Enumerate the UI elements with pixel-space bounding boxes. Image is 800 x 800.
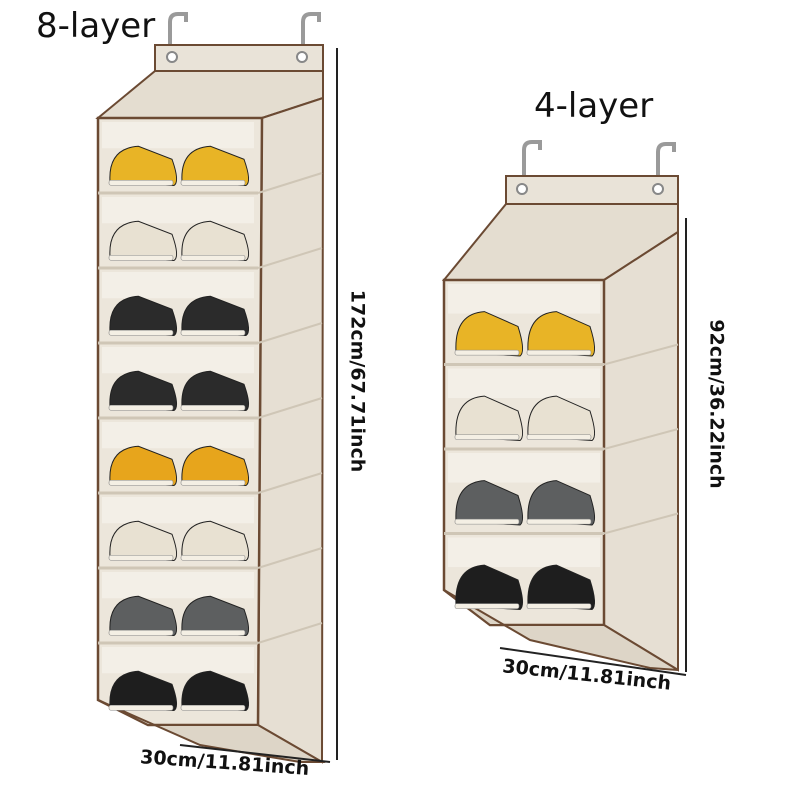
sneaker-icon <box>527 311 596 357</box>
side-panel <box>256 96 325 764</box>
sneaker-sole <box>108 479 174 486</box>
sneaker-sole <box>526 518 592 525</box>
sneaker-icon <box>109 595 178 637</box>
sneaker-icon <box>109 145 178 187</box>
sneaker-icon <box>181 445 250 487</box>
pocket-back <box>102 197 254 224</box>
side-divider <box>257 547 323 569</box>
sneaker-sole <box>180 479 246 486</box>
pocket-back <box>102 422 254 449</box>
sneaker-icon <box>527 395 596 442</box>
side-divider <box>257 622 323 644</box>
pocket-back <box>102 572 254 599</box>
sneaker-icon <box>109 295 178 337</box>
sneaker-sole <box>108 704 174 711</box>
pocket-back <box>102 347 254 374</box>
sneaker-sole <box>108 329 174 336</box>
sneaker-sole <box>526 603 592 609</box>
height-label-8-layer: 172cm/67.71inch <box>346 289 369 473</box>
sneaker-icon <box>181 520 250 562</box>
sneaker-sole <box>180 404 246 411</box>
hanging-strip <box>154 44 324 72</box>
sneaker-icon <box>109 220 178 262</box>
sneaker-sole <box>180 629 246 636</box>
organizer-8-layer <box>95 12 326 764</box>
side-divider <box>603 428 679 450</box>
shelves-4 <box>444 284 679 568</box>
sneaker-sole <box>526 349 592 356</box>
sneaker-icon <box>181 145 250 187</box>
sneaker-sole <box>108 254 174 261</box>
title-4-layer: 4-layer <box>534 86 654 126</box>
sneaker-sole <box>180 704 246 711</box>
side-divider <box>603 512 679 535</box>
sneaker-sole <box>180 329 246 336</box>
grommet <box>652 183 664 195</box>
sneaker-icon <box>109 370 178 412</box>
hook-left-icon <box>168 12 188 52</box>
sneaker-sole <box>454 349 520 356</box>
height-label-4-layer: 92cm/36.22inch <box>705 319 728 489</box>
hanging-strip <box>505 175 679 205</box>
pocket-back <box>102 497 254 524</box>
pocket-back <box>448 368 600 399</box>
pocket-back <box>102 122 254 149</box>
hook-left-icon <box>522 140 542 190</box>
sneaker-icon <box>455 311 524 357</box>
sneaker-sole <box>180 254 246 261</box>
shelves-8 <box>98 122 323 674</box>
sneaker-sole <box>108 179 174 186</box>
sneaker-sole <box>108 404 174 411</box>
side-divider <box>257 322 323 344</box>
pocket-back <box>448 453 600 483</box>
sneaker-sole <box>108 554 174 561</box>
sneaker-icon <box>109 670 178 712</box>
hook-right-icon <box>301 12 321 50</box>
shoes-8 <box>108 145 250 712</box>
title-8-layer: 8-layer <box>36 6 156 46</box>
sneaker-sole <box>454 603 520 609</box>
side-divider <box>257 397 323 419</box>
bottom-panel <box>443 589 679 671</box>
pocket-back <box>448 284 600 314</box>
sneaker-sole <box>454 434 520 440</box>
side-panel <box>603 230 679 672</box>
sneaker-sole <box>526 434 592 440</box>
grommet <box>166 51 178 63</box>
side-divider <box>257 472 323 494</box>
sneaker-icon <box>455 564 524 611</box>
grommet <box>296 51 308 63</box>
sneaker-sole <box>108 629 174 636</box>
sneaker-icon <box>527 480 596 526</box>
side-divider <box>257 172 323 194</box>
sneaker-icon <box>181 595 250 637</box>
sneaker-sole <box>180 179 246 186</box>
shoes-4 <box>454 311 596 611</box>
sneaker-icon <box>181 295 250 337</box>
sneaker-icon <box>181 370 250 412</box>
sneaker-icon <box>455 395 524 442</box>
pocket-back <box>448 537 600 568</box>
width-dimension-line <box>179 744 331 763</box>
sneaker-icon <box>181 670 250 712</box>
side-divider <box>603 343 679 366</box>
sneaker-icon <box>109 520 178 562</box>
sneaker-icon <box>527 564 596 611</box>
grommet <box>516 183 528 195</box>
sneaker-icon <box>455 480 524 526</box>
side-divider <box>257 247 323 269</box>
width-dimension-line <box>499 647 687 676</box>
pocket-back <box>102 272 254 299</box>
sneaker-icon <box>109 445 178 487</box>
sneaker-icon <box>181 220 250 262</box>
organizer-4-layer <box>441 140 679 672</box>
sneaker-sole <box>180 554 246 561</box>
sneaker-sole <box>454 518 520 525</box>
hook-right-icon <box>656 142 676 190</box>
pocket-back <box>102 647 254 674</box>
